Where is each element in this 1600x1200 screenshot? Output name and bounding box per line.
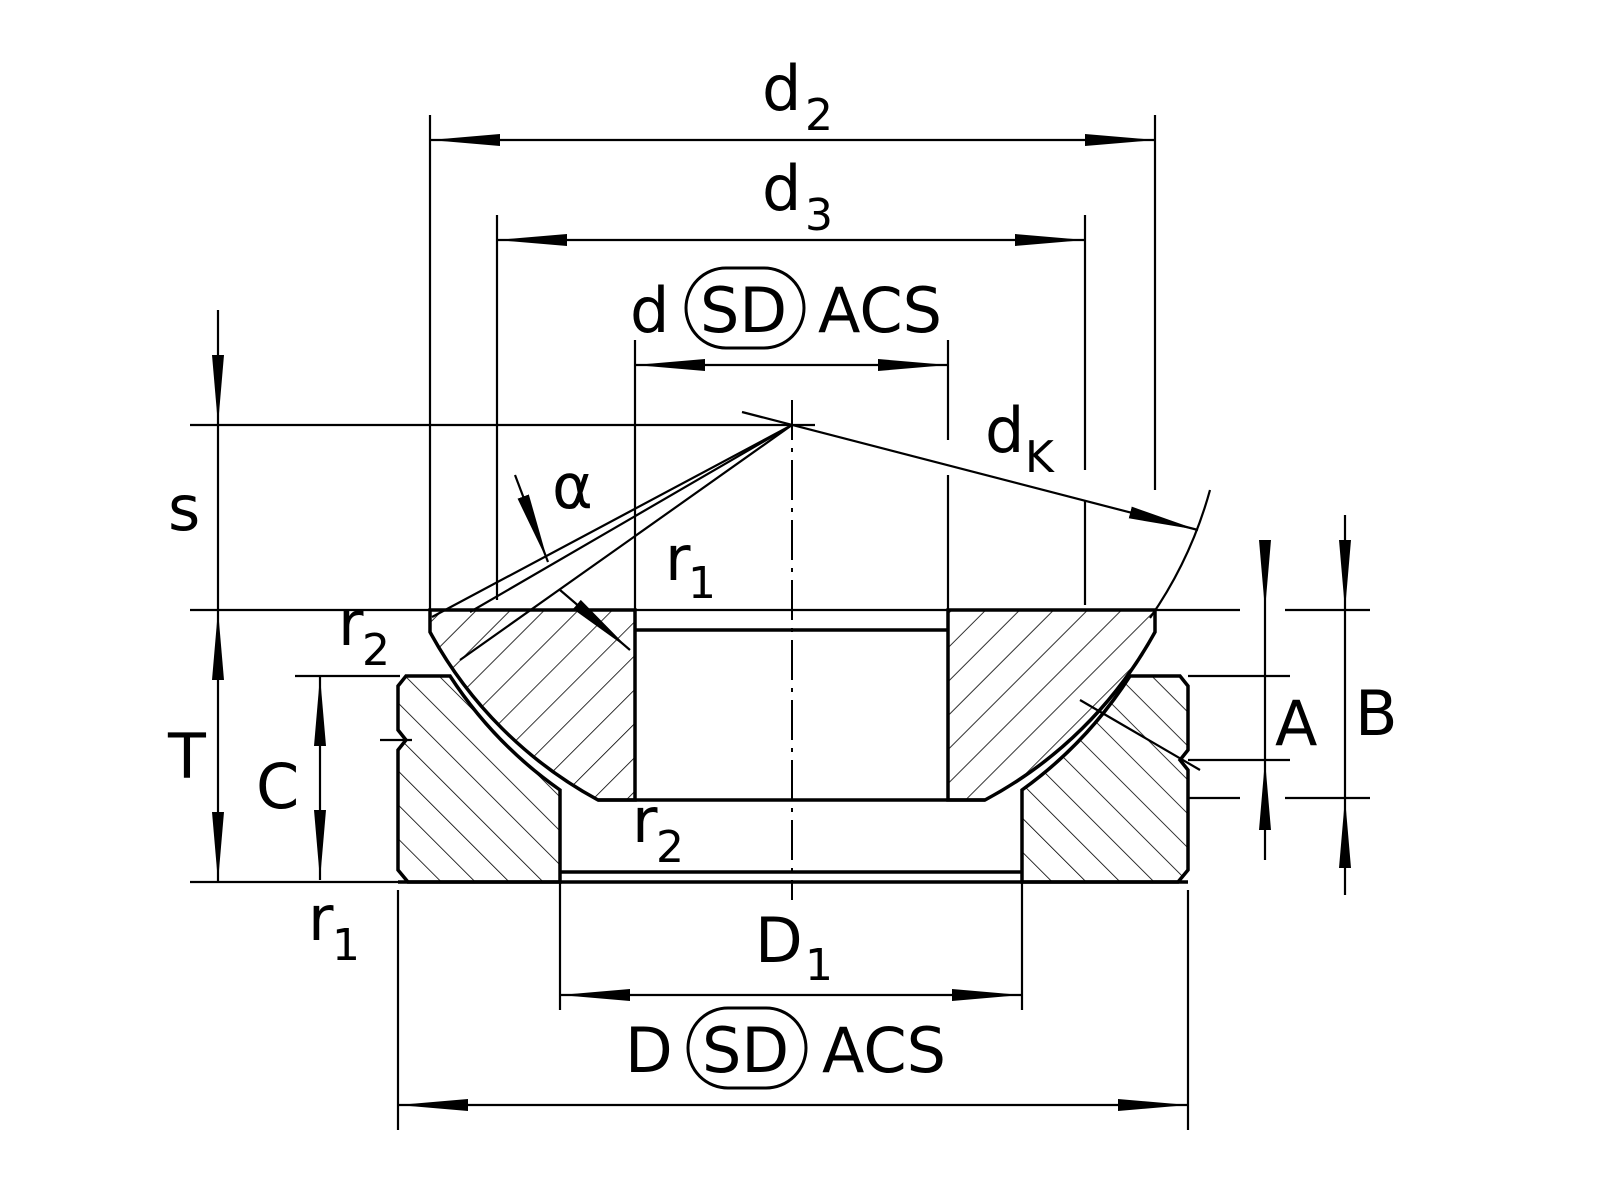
svg-text:1: 1 bbox=[805, 940, 833, 991]
svg-text:SD: SD bbox=[700, 274, 787, 347]
svg-text:1: 1 bbox=[332, 920, 360, 971]
svg-text:d: d bbox=[630, 274, 669, 347]
svg-text:2: 2 bbox=[656, 822, 684, 873]
svg-text:D: D bbox=[755, 904, 803, 977]
label-r2-top: r 2 bbox=[338, 587, 390, 676]
extension-lines bbox=[190, 115, 1370, 1130]
label-alpha: α bbox=[552, 450, 593, 523]
svg-text:D: D bbox=[625, 1014, 673, 1087]
label-c: C bbox=[256, 750, 299, 823]
label-t: T bbox=[167, 720, 207, 793]
svg-text:d: d bbox=[762, 152, 801, 225]
svg-text:r: r bbox=[338, 587, 364, 660]
svg-text:d: d bbox=[762, 52, 801, 125]
label-dk: d K bbox=[985, 394, 1055, 483]
label-r2-bottom: r 2 bbox=[632, 784, 684, 873]
label-r1-bottom: r 1 bbox=[308, 882, 360, 971]
label-a: A bbox=[1275, 687, 1317, 760]
label-b: B bbox=[1355, 677, 1398, 750]
label-d: d SD ACS bbox=[630, 266, 942, 350]
svg-text:SD: SD bbox=[702, 1014, 789, 1087]
svg-text:2: 2 bbox=[362, 625, 390, 676]
label-r1-top: r 1 bbox=[665, 522, 716, 609]
dimension-lines bbox=[212, 134, 1351, 1111]
svg-text:r: r bbox=[632, 784, 658, 857]
svg-text:r: r bbox=[308, 882, 334, 955]
svg-text:K: K bbox=[1025, 432, 1055, 483]
label-d1: D 1 bbox=[755, 904, 833, 991]
svg-text:r: r bbox=[665, 522, 691, 595]
svg-text:2: 2 bbox=[805, 90, 833, 141]
label-d3: d 3 bbox=[762, 152, 833, 241]
sd-badge-outline bbox=[684, 266, 806, 350]
label-outer-d: D SD ACS bbox=[625, 1006, 946, 1090]
svg-text:ACS: ACS bbox=[818, 274, 942, 347]
label-s: s bbox=[168, 472, 200, 545]
label-d2: d 2 bbox=[762, 52, 833, 141]
svg-text:3: 3 bbox=[805, 190, 833, 241]
svg-text:d: d bbox=[985, 394, 1024, 467]
svg-text:1: 1 bbox=[688, 558, 716, 609]
svg-text:ACS: ACS bbox=[822, 1014, 946, 1087]
sd-badge-outline bbox=[686, 1006, 808, 1090]
